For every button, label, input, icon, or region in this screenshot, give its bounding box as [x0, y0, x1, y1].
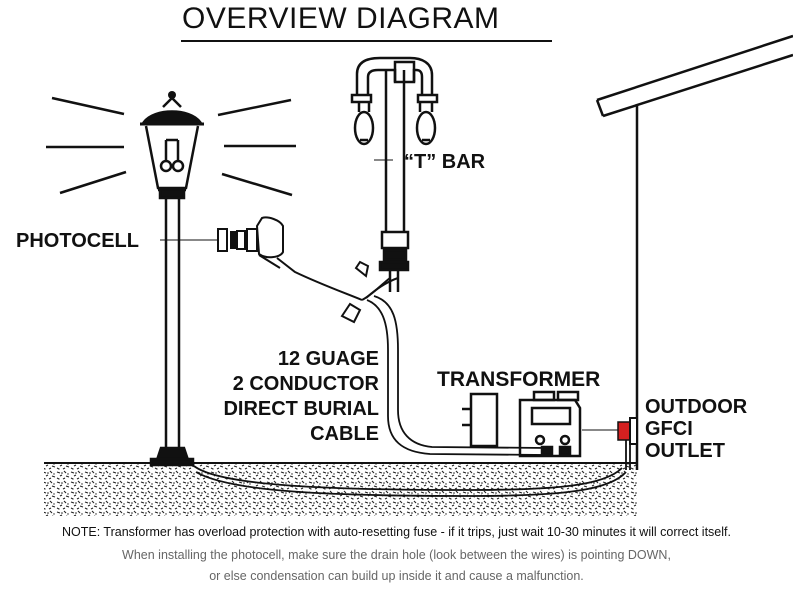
outlet-label-line: OUTDOOR: [645, 396, 748, 418]
title-underline: [181, 40, 552, 42]
note-photocell-1: When installing the photocell, make sure…: [122, 548, 671, 562]
wire-splice: [340, 260, 399, 324]
outlet-label: OUTDOOR GFCI OUTLET: [645, 396, 747, 462]
note-transformer: NOTE: Transformer has overload protectio…: [61, 525, 731, 539]
photocell-label: PHOTOCELL: [16, 230, 139, 252]
t-bar-assembly: [350, 56, 439, 292]
t-bar-label: “T” BAR: [404, 151, 486, 173]
burial-cable: [193, 295, 631, 497]
cable-label: 12 GUAGE 2 CONDUCTOR DIRECT BURIAL CABLE: [223, 347, 379, 447]
cable-label-line: 2 CONDUCTOR: [232, 373, 379, 395]
page-title: OVERVIEW DIAGRAM: [182, 2, 500, 35]
outlet-label-line: GFCI: [645, 418, 693, 440]
light-rays: [46, 96, 296, 197]
lamp-post: [140, 91, 204, 467]
ground-soil: [44, 462, 637, 516]
cable-label-line: DIRECT BURIAL: [223, 398, 379, 420]
gfci-outlet-box: [617, 417, 638, 445]
photocell-part: [160, 216, 363, 301]
outlet-label-line: OUTLET: [645, 440, 725, 462]
cable-label-line: 12 GUAGE: [277, 348, 379, 370]
transformer-unit: [462, 390, 618, 458]
transformer-label: TRANSFORMER: [437, 368, 601, 391]
note-photocell-2: or else condensation can build up inside…: [209, 569, 584, 583]
cable-label-line: CABLE: [310, 423, 379, 445]
house-wall: [595, 34, 793, 470]
